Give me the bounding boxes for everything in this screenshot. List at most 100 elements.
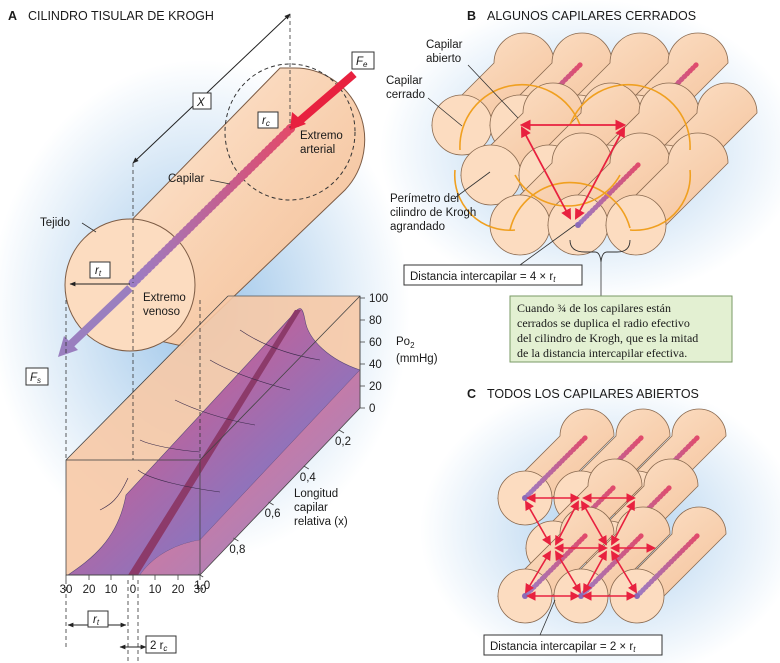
radial-tick-label: 30 (194, 584, 207, 596)
radial-tick-label: 10 (149, 584, 162, 596)
surface-diag-top (65, 295, 229, 461)
panel-c-letter: C (467, 387, 476, 401)
surface-contours (99, 329, 321, 511)
extremo-venoso-label-1: Extremo (143, 292, 186, 304)
capilar-abierto-leader (467, 64, 519, 119)
panel-b-letter: B (467, 9, 476, 23)
capillary-dot (634, 593, 640, 599)
panel-a-title: CILINDRO TISULAR DE KROGH (28, 9, 214, 23)
length-tick-mark (197, 573, 204, 578)
tejido-leader (81, 222, 97, 233)
capilar-cerrado-label-2: cerrado (386, 89, 425, 101)
radial-tick-label: 10 (105, 584, 118, 596)
length-tick-label: 1,0 (194, 580, 210, 592)
po2-tick-label: 100 (369, 293, 388, 305)
capillary-dot (578, 593, 584, 599)
note-line-3: del cilindro de Krogh, que es la mitad (517, 331, 698, 345)
capillary-dot (575, 222, 581, 228)
x-dimension-line (132, 13, 291, 164)
po2-tick-label: 40 (369, 359, 382, 371)
distance-box-c (483, 634, 663, 656)
note-box (509, 295, 733, 363)
po2-tick-label: 0 (369, 403, 375, 415)
capillary-dot (522, 593, 528, 599)
panel-b: B ALGUNOS CAPILARES CERRADOS Capilar abi… (380, 0, 780, 363)
po2-tick-label: 80 (369, 315, 382, 327)
rt-label: rt (95, 265, 102, 278)
bottom-rt-box (87, 610, 109, 628)
bottom-2rc-box (145, 635, 177, 654)
length-tick-mark (338, 429, 345, 434)
note-line-1: Cuando ¾ de los capilares están (517, 301, 671, 315)
radial-tick-label: 20 (172, 584, 185, 596)
perimetro-label-1: Perímetro del (390, 193, 459, 205)
length-axis-label-3: relativa (x) (294, 516, 348, 528)
fs-label-box (25, 367, 49, 386)
length-tick-label: 0,8 (229, 544, 245, 556)
fs-arrow (67, 285, 133, 348)
po2-surface-right (140, 370, 360, 575)
open-capillary (522, 433, 590, 501)
bottom-rt-label: rt (93, 614, 100, 627)
panel-c: C TODOS LOS CAPILARES ABIERTOS Distancia… (420, 380, 780, 663)
arterial-end-outline (224, 63, 356, 201)
length-tick-mark (268, 501, 274, 506)
extremo-arterial-label-2: arterial (300, 144, 335, 156)
note-line-2: cerrados se duplica el radio efectivo (517, 316, 690, 330)
fe-label-box (351, 51, 375, 70)
extremo-venoso-label-2: venoso (143, 306, 180, 318)
capilar-abierto-label-1: Capilar (426, 39, 463, 51)
fe-arrow (293, 70, 357, 128)
po2-axis-label: Po2 (396, 336, 415, 350)
distance-label-b: Distancia intercapilar = 4 × rt (410, 271, 556, 284)
distance-leader-b (519, 224, 576, 266)
length-axis: 0,2 0,4 0,6 0,8 1,0 Longitud capilar relativ… (194, 429, 351, 592)
capilar-cerrado-leader (427, 97, 463, 127)
fs-arrowhead (58, 336, 78, 357)
intercapillary-arrows-c (525, 493, 656, 601)
capilar-leader (209, 179, 231, 185)
perimetro-label-3: agrandado (390, 221, 445, 233)
perimetro-label-2: cilindro de Krogh (390, 207, 476, 219)
tejido-label: Tejido (40, 217, 70, 229)
panel-a: A CILINDRO TISULAR DE KROGH (0, 9, 438, 663)
extremo-arterial-label-1: Extremo (300, 130, 343, 142)
rt-label-box (89, 261, 111, 279)
distance-label-c: Distancia intercapilar = 2 × rt (490, 641, 636, 654)
distance-box-b (403, 264, 583, 286)
fe-arrowhead (290, 112, 306, 130)
perimetro-leader (455, 171, 491, 198)
open-capillary (634, 531, 702, 599)
note-line-4: de la distancia intercapilar efectiva. (517, 346, 687, 360)
intercapillary-arrows-b (519, 119, 627, 220)
length-axis-label-2: capilar (294, 502, 328, 514)
surface-diag-mid (199, 295, 361, 461)
po2-tick-label: 20 (369, 381, 382, 393)
length-tick-label: 0,2 (335, 436, 351, 448)
capilar-label: Capilar (168, 173, 205, 185)
length-axis-label-1: Longitud (294, 488, 338, 500)
capillary-dot (522, 495, 528, 501)
length-tick-label: 0,4 (300, 472, 317, 484)
panel-b-title: ALGUNOS CAPILARES CERRADOS (487, 9, 696, 23)
panel-c-title: TODOS LOS CAPILARES ABIERTOS (487, 387, 699, 401)
x-label-box (192, 92, 212, 110)
radial-tick-label: 0 (130, 584, 136, 596)
surface-diag-bottom (199, 407, 361, 576)
length-tick-label: 0,6 (265, 508, 281, 520)
capilar-cerrado-label-1: Capilar (386, 75, 423, 87)
radial-tick-label: 20 (83, 584, 96, 596)
po2-axis-unit: (mmHg) (396, 353, 438, 365)
capillary-groove (128, 310, 301, 575)
x-label: X (196, 97, 206, 109)
distance-leader-c (539, 599, 556, 636)
fs-label: Fs (30, 372, 41, 385)
length-tick-mark (303, 465, 310, 470)
tissue-tube (609, 506, 727, 624)
panel-a-letter: A (8, 9, 17, 23)
bottom-2rc-label: 2 rc (150, 640, 167, 653)
capilar-abierto-label-2: abierto (426, 53, 461, 65)
